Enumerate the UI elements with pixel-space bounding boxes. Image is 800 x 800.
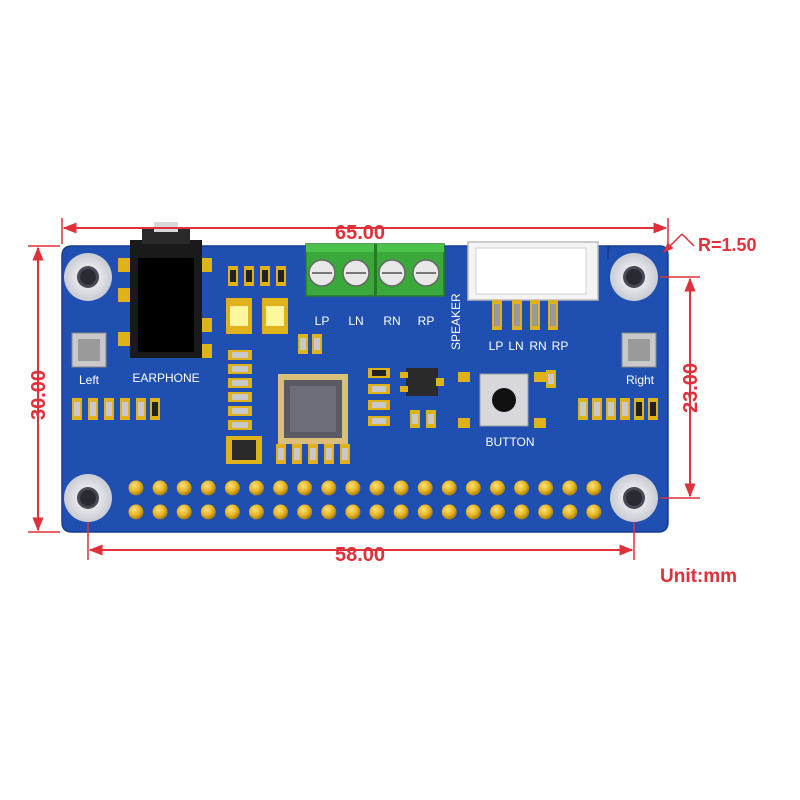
led-pair — [226, 298, 288, 334]
header-pin — [224, 504, 240, 520]
mounting-hole-bottom-left — [64, 474, 112, 522]
smd-resistors-right — [578, 398, 658, 420]
connector-pin-label: RN — [529, 339, 546, 353]
mic-right — [621, 332, 657, 368]
header-pin — [490, 504, 505, 520]
header-pin — [441, 480, 457, 496]
mic-left — [71, 332, 107, 368]
header-pin — [441, 504, 457, 520]
button-label: BUTTON — [485, 435, 534, 449]
header-pin — [465, 504, 481, 520]
header-pin — [417, 480, 433, 496]
header-pin — [465, 480, 481, 496]
earphone-label: EARPHONE — [132, 371, 199, 385]
header-pin — [562, 504, 578, 520]
corner-radius-value: R=1.50 — [698, 235, 757, 255]
transistor — [400, 368, 444, 428]
smd-cap-button — [546, 370, 556, 388]
gpio-header — [128, 480, 602, 520]
header-pin — [176, 480, 192, 496]
height-value: 30.00 — [28, 370, 50, 420]
header-pin — [273, 480, 289, 496]
header-pin — [393, 480, 409, 496]
terminal-pin-label: LP — [315, 314, 330, 328]
header-pin — [586, 480, 602, 496]
connector-pin-labels: LP LN RN RP — [489, 339, 569, 353]
mounting-hole-top-left — [64, 253, 112, 301]
terminal-pin-label: RN — [383, 314, 400, 328]
header-pin — [345, 480, 361, 496]
header-pin — [538, 480, 554, 496]
smd-caps-mid — [298, 334, 322, 354]
header-pin — [345, 504, 361, 520]
header-pin — [128, 504, 144, 520]
smd-caps-under-chip — [276, 444, 350, 464]
left-label: Left — [79, 373, 100, 387]
connector-pin-label: LP — [489, 339, 504, 353]
header-pin — [369, 480, 385, 496]
header-pin — [249, 504, 264, 520]
header-pin — [297, 504, 313, 520]
header-pin — [538, 504, 554, 520]
header-pin — [562, 480, 578, 496]
mounting-hole-bottom-right — [610, 474, 658, 522]
connector-pin-label: LN — [508, 339, 523, 353]
right-label: Right — [626, 373, 655, 387]
header-pin — [152, 480, 168, 496]
header-pin — [200, 504, 216, 520]
connector-pin-label: RP — [552, 339, 569, 353]
header-pin — [273, 504, 289, 520]
smd-cap-column — [228, 350, 252, 430]
earphone-jack — [118, 222, 212, 358]
dimension-corner-radius: R=1.50 — [663, 233, 757, 255]
header-pin — [128, 480, 144, 496]
header-pin — [297, 480, 313, 496]
smd-resistors-left — [72, 398, 160, 420]
header-pin — [152, 504, 168, 520]
header-pin — [321, 480, 337, 496]
inductor — [226, 436, 262, 464]
header-pin — [321, 504, 337, 520]
header-pin — [176, 504, 192, 520]
speaker-connector — [467, 241, 599, 330]
header-pin — [249, 480, 264, 496]
terminal-pin-label: LN — [348, 314, 363, 328]
terminal-pin-label: RP — [418, 314, 435, 328]
screw-terminal — [305, 243, 445, 297]
dimension-hole-spacing-y: 23.00 — [660, 276, 702, 499]
hole-spacing-x-value: 58.00 — [335, 544, 385, 566]
header-pin — [369, 504, 385, 520]
width-value: 65.00 — [335, 222, 385, 244]
hole-spacing-y-value: 23.00 — [680, 363, 702, 413]
mounting-hole-top-right — [610, 253, 658, 301]
smd-resistors-mid — [368, 368, 390, 426]
push-button — [458, 372, 546, 428]
header-pin — [514, 480, 530, 496]
smd-resistors-top — [228, 266, 286, 286]
speaker-label: SPEAKER — [449, 293, 463, 350]
dimension-height: 30.00 — [28, 245, 60, 533]
dimension-hole-spacing-x: 58.00 — [87, 522, 635, 566]
header-pin — [586, 504, 602, 520]
header-pin — [417, 504, 433, 520]
header-pin — [200, 480, 216, 496]
header-pin — [393, 504, 409, 520]
header-pin — [224, 480, 240, 496]
unit-label: Unit:mm — [660, 566, 737, 587]
codec-chip — [278, 374, 348, 444]
dimension-width: 65.00 — [61, 218, 669, 244]
terminal-pin-labels: LP LN RN RP — [315, 314, 435, 328]
header-pin — [490, 480, 505, 496]
header-pin — [514, 504, 530, 520]
